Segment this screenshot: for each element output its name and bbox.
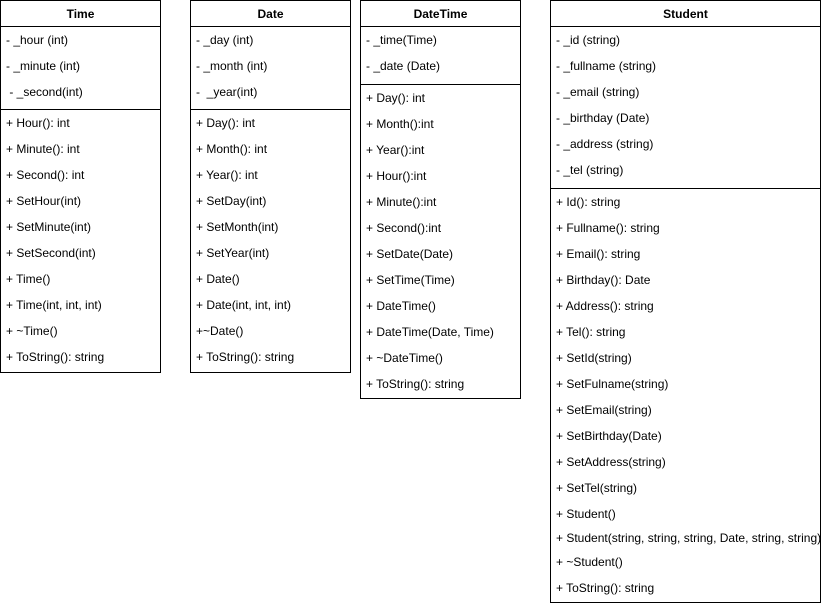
- attribute-row: - _month (int): [196, 59, 268, 73]
- attribute-row: - _id (string): [556, 33, 621, 47]
- attribute-row: - _time(Time): [366, 33, 437, 47]
- method-row: + Minute():int: [366, 195, 437, 209]
- methods-section-date: + Day(): int + Month(): int + Year(): in…: [191, 110, 350, 370]
- method-row: + Id(): string: [556, 195, 621, 209]
- class-name-datetime: DateTime: [361, 1, 520, 27]
- attribute-row: - _minute (int): [6, 59, 81, 73]
- method-row: + Address(): string: [556, 299, 654, 313]
- method-row: + SetTel(string): [556, 481, 638, 495]
- attribute-row: - _tel (string): [556, 163, 624, 177]
- attributes-section-time: - _hour (int) - _minute (int) - _second(…: [1, 27, 160, 110]
- method-row: + Year():int: [366, 143, 425, 157]
- attribute-row: - _email (string): [556, 85, 640, 99]
- method-row: + Month(): int: [196, 142, 268, 156]
- method-row: + Time(int, int, int): [6, 298, 102, 312]
- method-row: + SetSecond(int): [6, 246, 96, 260]
- method-row: + Day(): int: [366, 91, 426, 105]
- attribute-row: - _hour (int): [6, 33, 69, 47]
- attributes-section-student: - _id (string) - _fullname (string) - _e…: [551, 27, 820, 189]
- attributes-section-date: - _day (int) - _month (int) - _year(int): [191, 27, 350, 110]
- class-box-datetime[interactable]: DateTime - _time(Time) - _date (Date) + …: [360, 0, 521, 399]
- method-row: + ToString(): string: [196, 350, 295, 364]
- attribute-row: - _date (Date): [366, 59, 441, 73]
- method-row: + SetMinute(int): [6, 220, 92, 234]
- attribute-row: - _address (string): [556, 137, 654, 151]
- methods-section-time: + Hour(): int + Minute(): int + Second()…: [1, 110, 160, 370]
- method-row: + ToString(): string: [556, 581, 655, 595]
- method-row: + ~Student(): [556, 555, 623, 569]
- method-row: + Student(string, string, string, Date, …: [556, 531, 821, 545]
- attribute-row: - _day (int): [196, 33, 254, 47]
- method-row: + SetHour(int): [6, 194, 82, 208]
- attribute-row: - _fullname (string): [556, 59, 657, 73]
- methods-section-student: + Id(): string + Fullname(): string + Em…: [551, 189, 820, 601]
- method-row: + ~DateTime(): [366, 351, 443, 365]
- methods-section-datetime: + Day(): int + Month():int + Year():int …: [361, 85, 520, 397]
- method-row: + Time(): [6, 272, 51, 286]
- method-row: + DateTime(Date, Time): [366, 325, 494, 339]
- method-row: + Minute(): int: [6, 142, 80, 156]
- method-row: + SetBirthday(Date): [556, 429, 662, 443]
- method-row: + SetYear(int): [196, 246, 270, 260]
- method-row: + Second():int: [366, 221, 442, 235]
- class-name-student: Student: [551, 1, 820, 27]
- method-row: + Month():int: [366, 117, 434, 131]
- method-row: + DateTime(): [366, 299, 436, 313]
- class-box-time[interactable]: Time - _hour (int) - _minute (int) - _se…: [0, 0, 161, 373]
- method-row: + ToString(): string: [366, 377, 465, 391]
- method-row: + Date(): [196, 272, 240, 286]
- method-row: + SetFulname(string): [556, 377, 669, 391]
- attributes-section-datetime: - _time(Time) - _date (Date): [361, 27, 520, 85]
- class-box-date[interactable]: Date - _day (int) - _month (int) - _year…: [190, 0, 351, 373]
- attribute-row: - _year(int): [196, 85, 258, 99]
- method-row: +~Date(): [196, 324, 244, 338]
- method-row: + SetDay(int): [196, 194, 267, 208]
- method-row: + Second(): int: [6, 168, 85, 182]
- method-row: + Hour():int: [366, 169, 427, 183]
- method-row: + Year(): int: [196, 168, 258, 182]
- method-row: + Date(int, int, int): [196, 298, 292, 312]
- method-row: + Day(): int: [196, 116, 256, 130]
- class-name-time: Time: [1, 1, 160, 27]
- method-row: + SetEmail(string): [556, 403, 652, 417]
- method-row: + Fullname(): string: [556, 221, 660, 235]
- method-row: + ~Time(): [6, 324, 58, 338]
- method-row: + SetTime(Time): [366, 273, 455, 287]
- method-row: + Email(): string: [556, 247, 641, 261]
- method-row: + SetMonth(int): [196, 220, 279, 234]
- method-row: + Hour(): int: [6, 116, 70, 130]
- method-row: + ToString(): string: [6, 350, 105, 364]
- method-row: + SetAddress(string): [556, 455, 666, 469]
- method-row: + Birthday(): Date: [556, 273, 651, 287]
- attribute-row: - _birthday (Date): [556, 111, 650, 125]
- method-row: + SetId(string): [556, 351, 632, 365]
- method-row: + SetDate(Date): [366, 247, 454, 261]
- method-row: + Tel(): string: [556, 325, 626, 339]
- class-box-student[interactable]: Student - _id (string) - _fullname (stri…: [550, 0, 821, 603]
- class-name-date: Date: [191, 1, 350, 27]
- method-row: + Student(): [556, 507, 616, 521]
- attribute-row: - _second(int): [6, 85, 83, 99]
